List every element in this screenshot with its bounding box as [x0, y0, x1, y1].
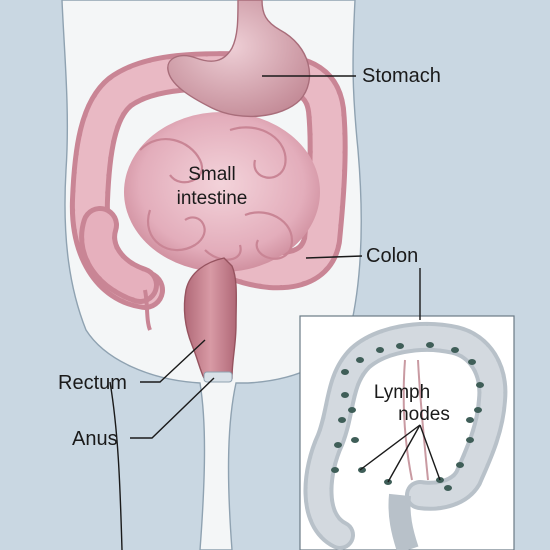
lymph-node: [341, 392, 349, 398]
lymph-node: [356, 357, 364, 363]
stomach-label: Stomach: [362, 65, 441, 87]
lymph-leader-line-3: [419, 424, 441, 481]
lymph-node: [444, 485, 452, 491]
lymph-node: [334, 442, 342, 448]
lymph-node: [338, 417, 346, 423]
small-intestine: [124, 112, 320, 272]
lymph-node: [456, 462, 464, 468]
lymph-node: [331, 467, 339, 473]
stomach: [167, 0, 311, 118]
anus: [203, 371, 233, 383]
rectum-label: Rectum: [58, 372, 127, 394]
colon-label: Colon: [366, 245, 418, 267]
left-leg-outline: [109, 381, 123, 550]
lymph-node: [466, 437, 474, 443]
lymph-node: [376, 347, 384, 353]
rectum-leader-line: [140, 339, 206, 383]
lymph-nodes-label-line2: nodes: [398, 404, 450, 425]
lymph-node-dots: [331, 342, 484, 491]
lymph-node: [348, 407, 356, 413]
anus-label: Anus: [72, 428, 118, 450]
lymph-node: [341, 369, 349, 375]
lymph-node: [351, 437, 359, 443]
colon-leader-line: [305, 255, 363, 259]
lymph-node: [476, 382, 484, 388]
lymph-leader-line-2: [387, 424, 421, 483]
lymph-node: [396, 343, 404, 349]
lymph-node: [451, 347, 459, 353]
lymph-node: [358, 467, 366, 473]
lymph-node: [466, 417, 474, 423]
lymph-node: [468, 359, 476, 365]
lymph-node: [426, 342, 434, 348]
lymph-node-inset: [299, 315, 515, 550]
lymph-leader-line-1: [359, 424, 421, 471]
small-intestine-label-line1: Small: [188, 164, 236, 185]
anus-leader-line: [130, 377, 215, 439]
lymph-node: [474, 407, 482, 413]
small-intestine-label-line2: intestine: [177, 188, 248, 209]
lymph-nodes-label-line1: Lymph: [374, 382, 430, 403]
